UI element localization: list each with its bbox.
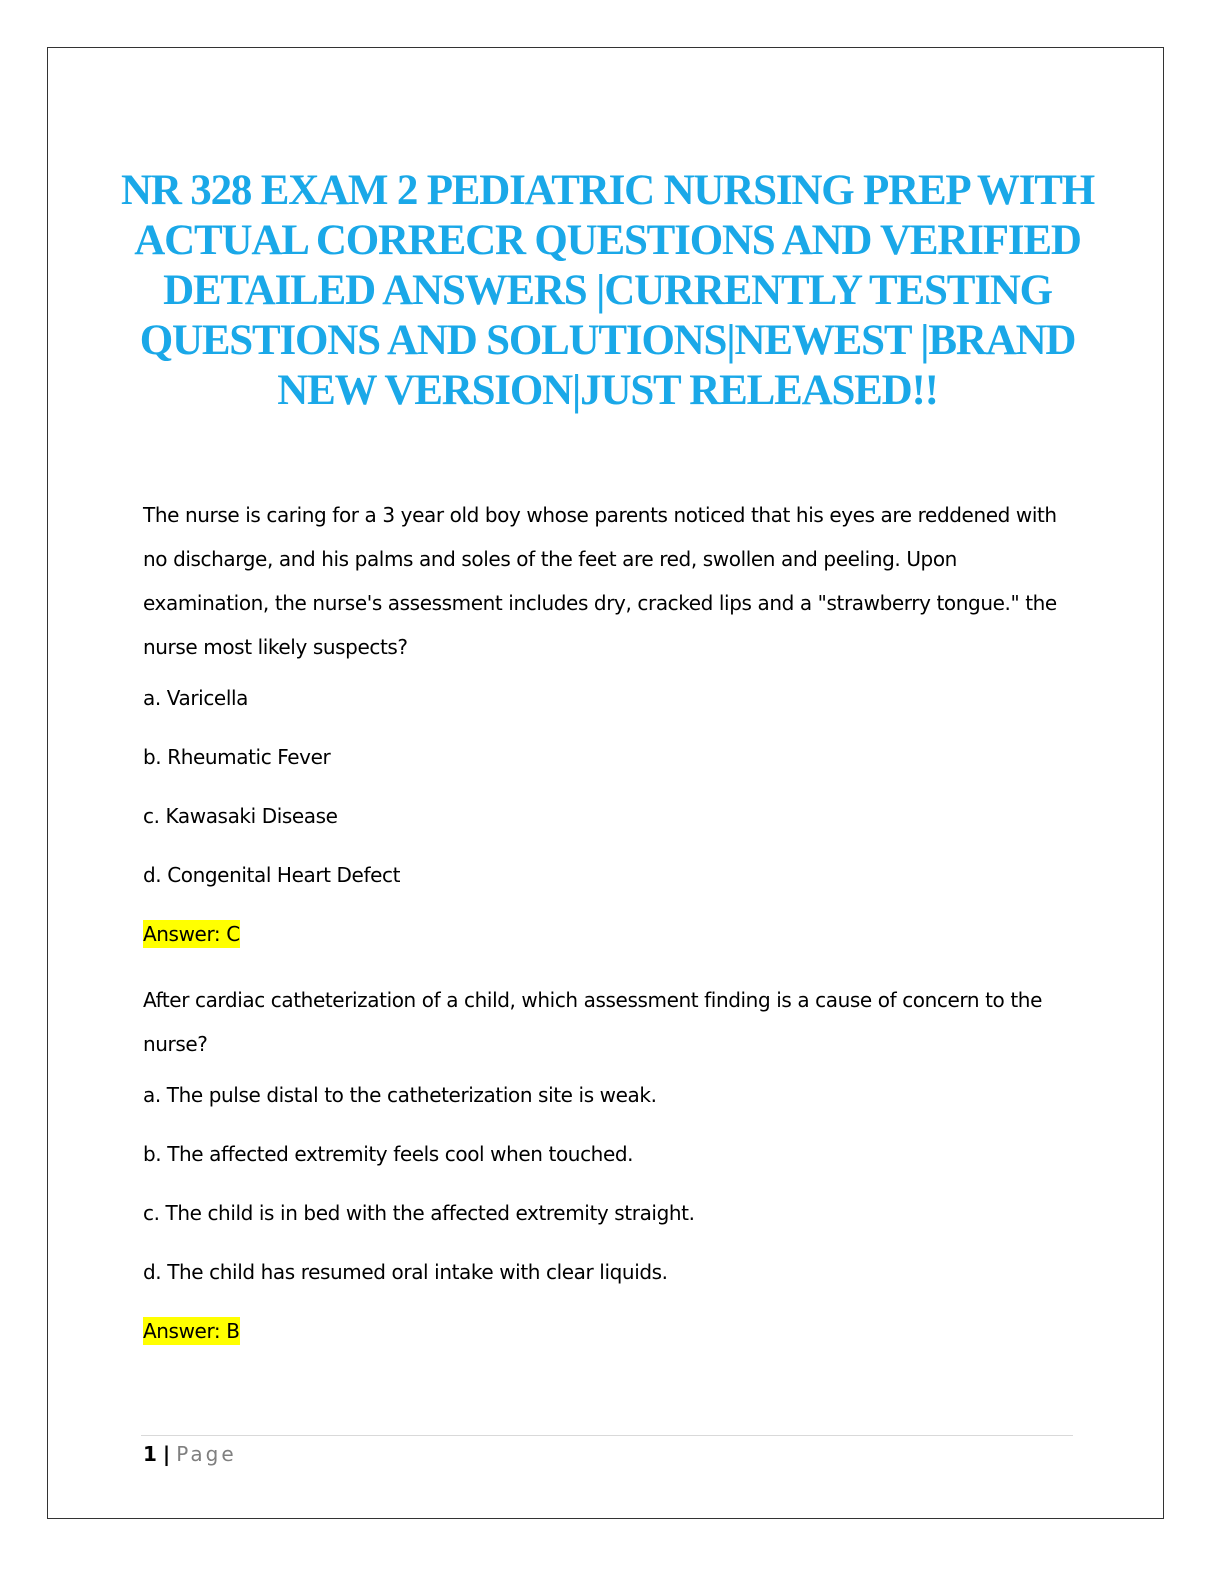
- question-1-option-a: a. Varicella: [143, 686, 249, 710]
- page-label: Page: [176, 1442, 237, 1466]
- question-2-option-c: c. The child is in bed with the affected…: [143, 1201, 695, 1225]
- document-body: The nurse is caring for a 3 year old boy…: [143, 493, 1068, 1345]
- question-1-option-c: c. Kawasaki Disease: [143, 804, 338, 828]
- question-1-answer: Answer: C: [143, 920, 240, 948]
- question-1-option-b: b. Rheumatic Fever: [143, 745, 331, 769]
- footer-separator: |: [162, 1442, 171, 1466]
- question-2-option-d: d. The child has resumed oral intake wit…: [143, 1260, 668, 1284]
- question-1-text: The nurse is caring for a 3 year old boy…: [143, 503, 1057, 659]
- question-2-option-a: a. The pulse distal to the catheterizati…: [143, 1083, 657, 1107]
- page-footer: 1|Page: [143, 1441, 237, 1467]
- question-2-text: After cardiac catheterization of a child…: [143, 988, 1042, 1056]
- document-title: NR 328 EXAM 2 PEDIATRIC NURSING PREP WIT…: [121, 167, 1095, 414]
- page-border: [47, 47, 1164, 1519]
- footer-divider: [141, 1435, 1073, 1436]
- question-2-answer: Answer: B: [143, 1317, 240, 1345]
- page-number: 1: [143, 1442, 157, 1466]
- question-2-option-b: b. The affected extremity feels cool whe…: [143, 1142, 634, 1166]
- question-1-option-d: d. Congenital Heart Defect: [143, 863, 401, 887]
